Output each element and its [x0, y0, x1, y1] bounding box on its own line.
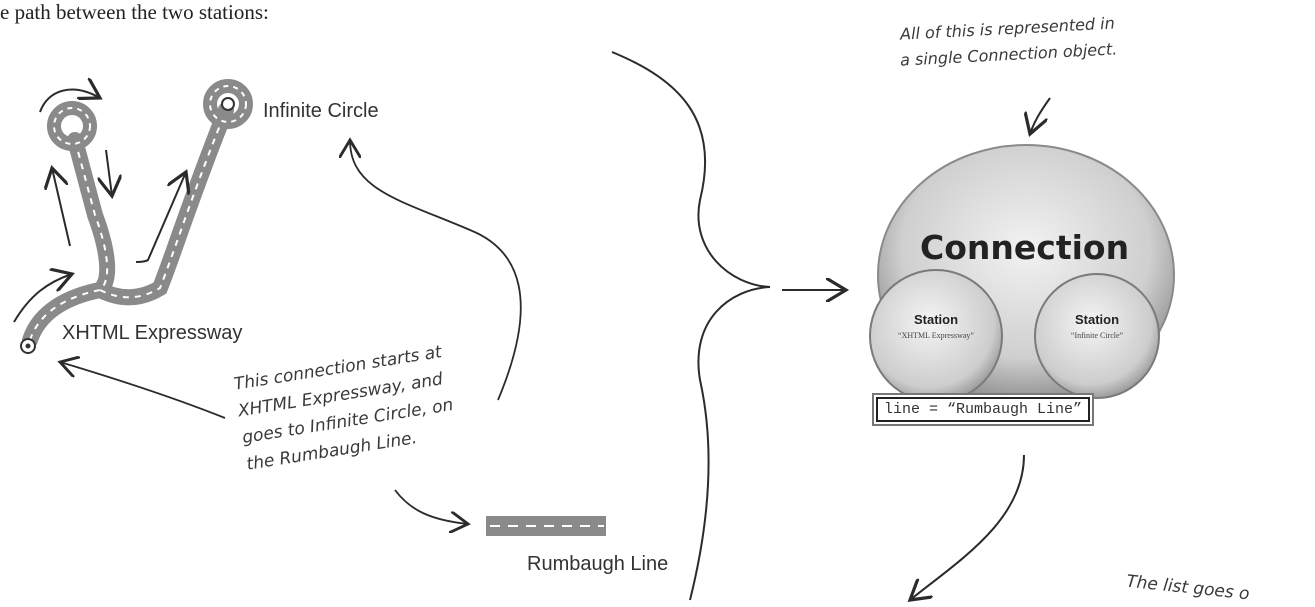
rumbaugh-line-label: Rumbaugh Line — [527, 553, 669, 575]
station-b-title: Station — [1074, 312, 1120, 327]
line-field: line = “Rumbaugh Line” — [876, 397, 1091, 422]
object-note-arrow — [1030, 97, 1051, 134]
station-b-name: “Infinite Circle” — [1070, 331, 1124, 340]
rumbaugh-line-swatch — [486, 516, 606, 536]
annotation-arrow — [394, 489, 468, 524]
station-bubble-b — [1034, 273, 1160, 399]
xhtml-expressway-label: XHTML Expressway — [62, 322, 243, 344]
route-arrows — [13, 90, 186, 323]
road-map — [20, 79, 253, 354]
connection-title: Connection — [920, 228, 1130, 267]
road-segment — [92, 102, 234, 306]
connection-to-list-arrow — [910, 454, 1025, 600]
annotation-arrow — [350, 140, 522, 401]
station-a-name: “XHTML Expressway” — [898, 331, 974, 340]
station-a-title: Station — [913, 312, 959, 327]
station-b-content: Station “Infinite Circle” — [1037, 312, 1157, 340]
annotation-arrow — [60, 362, 226, 419]
object-note: All of this is represented in a single C… — [900, 13, 1118, 69]
infinite-circle-label: Infinite Circle — [263, 100, 379, 122]
intro-text: e path between the two stations: — [0, 0, 269, 24]
curly-brace — [611, 51, 771, 601]
connection-object — [869, 144, 1175, 406]
station-a-content: Station “XHTML Expressway” — [870, 312, 1002, 340]
